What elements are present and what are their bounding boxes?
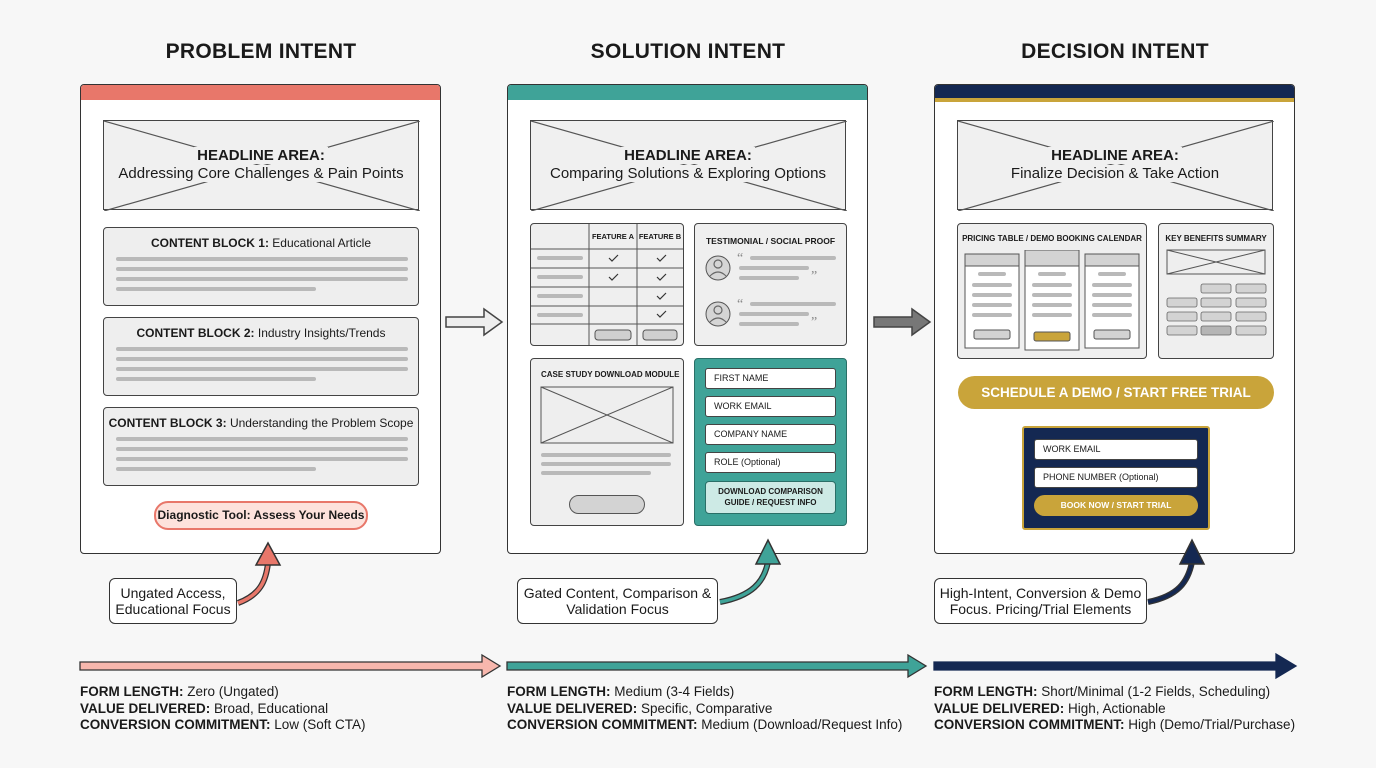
conversion-commitment-value: Medium (Download/Request Info) — [701, 717, 903, 732]
decision-booking-form: WORK EMAIL PHONE NUMBER (Optional) BOOK … — [1022, 426, 1210, 530]
schedule-demo-button[interactable]: SCHEDULE A DEMO / START FREE TRIAL — [958, 376, 1274, 409]
value-delivered-value: Broad, Educational — [214, 700, 329, 716]
decision-note: High-Intent, Conversion & Demo Focus. Pr… — [934, 578, 1147, 624]
form-length-value: Zero (Ungated) — [187, 684, 279, 699]
solution-landing-page-wireframe: HEADLINE AREA:Comparing Solutions & Expl… — [507, 84, 868, 554]
intent-progression-arrows — [79, 652, 1298, 680]
form-length-label: FORM LENGTH: — [934, 684, 1038, 699]
value-delivered-value: High, Actionable — [1068, 700, 1166, 716]
headline-label: HEADLINE AREA: — [1048, 147, 1182, 164]
testimonial-title: TESTIMONIAL / SOCIAL PROOF — [705, 236, 836, 246]
problem-note: Ungated Access, Educational Focus — [109, 578, 237, 624]
solution-metrics: FORM LENGTH: Medium (3-4 Fields) VALUE D… — [507, 684, 902, 734]
value-delivered-label: VALUE DELIVERED: — [934, 700, 1065, 716]
solution-pointer-arrow-icon — [719, 538, 782, 605]
testimonial-avatars: “ ” “ ” — [705, 251, 836, 330]
value-delivered-label: VALUE DELIVERED: — [507, 700, 638, 716]
key-benefits-module: KEY BENEFITS SUMMARY — [1158, 223, 1274, 359]
conversion-commitment-label: CONVERSION COMMITMENT: — [80, 717, 271, 732]
content-block-text: Industry Insights/Trends — [257, 326, 386, 340]
decision-landing-page-wireframe: HEADLINE AREA:Finalize Decision & Take A… — [934, 84, 1295, 554]
value-delivered-value: Specific, Comparative — [641, 700, 773, 716]
decision-metrics: FORM LENGTH: Short/Minimal (1-2 Fields, … — [934, 684, 1295, 734]
conversion-commitment-label: CONVERSION COMMITMENT: — [934, 717, 1125, 732]
problem-top-bar — [81, 85, 440, 100]
headline-text: Comparing Solutions & Exploring Options — [547, 165, 829, 182]
diagnostic-tool-button[interactable]: Diagnostic Tool: Assess Your Needs — [154, 501, 368, 530]
solution-top-bar — [508, 85, 867, 100]
svg-text:”: ” — [811, 269, 817, 284]
problem-headline-area: HEADLINE AREA:Addressing Core Challenges… — [103, 120, 420, 211]
decision-gold-stripe — [935, 98, 1294, 102]
problem-pointer-arrow-icon — [236, 541, 282, 606]
feature-comparison-table: FEATURE A FEATURE B — [530, 223, 684, 346]
content-block-text: Understanding the Problem Scope — [229, 416, 414, 430]
conversion-commitment-value: Low (Soft CTA) — [274, 717, 366, 732]
headline-label: HEADLINE AREA: — [621, 147, 755, 164]
role-field[interactable]: ROLE (Optional) — [705, 452, 836, 473]
company-name-field[interactable]: COMPANY NAME — [705, 424, 836, 445]
decision-pointer-arrow-icon — [1147, 538, 1206, 605]
book-now-button[interactable]: BOOK NOW / START TRIAL — [1034, 495, 1198, 516]
case-study-image-placeholder — [540, 386, 674, 475]
testimonial-module: TESTIMONIAL / SOCIAL PROOF “ ” “ ” — [694, 223, 847, 346]
problem-landing-page-wireframe: HEADLINE AREA:Addressing Core Challenges… — [80, 84, 441, 554]
work-email-field[interactable]: WORK EMAIL — [1034, 439, 1198, 460]
headline-label: HEADLINE AREA: — [194, 147, 328, 164]
problem-intent-title: PROBLEM INTENT — [165, 40, 357, 63]
solution-note: Gated Content, Comparison & Validation F… — [517, 578, 718, 624]
flow-arrow-icon — [873, 307, 932, 337]
pricing-table-title: PRICING TABLE / DEMO BOOKING CALENDAR — [962, 234, 1142, 243]
problem-metrics: FORM LENGTH: Zero (Ungated) VALUE DELIVE… — [80, 684, 366, 734]
pricing-columns — [964, 250, 1140, 351]
content-block-label: CONTENT BLOCK 1: — [150, 236, 269, 250]
conversion-commitment-label: CONVERSION COMMITMENT: — [507, 717, 698, 732]
content-block-text: Educational Article — [272, 236, 372, 250]
comparison-table-grid — [531, 224, 683, 345]
solution-lead-form: FIRST NAME WORK EMAIL COMPANY NAME ROLE … — [694, 358, 847, 526]
conversion-commitment-value: High (Demo/Trial/Purchase) — [1128, 717, 1296, 732]
feature-b-header: FEATURE B — [638, 232, 682, 241]
content-block-1: CONTENT BLOCK 1: Educational Article — [103, 227, 419, 306]
svg-text:“: “ — [737, 251, 743, 266]
decision-intent-title: DECISION INTENT — [1021, 40, 1209, 63]
benefits-grid — [1166, 249, 1267, 336]
case-study-download-module: CASE STUDY DOWNLOAD MODULE — [530, 358, 684, 526]
form-length-label: FORM LENGTH: — [507, 684, 611, 699]
headline-text: Finalize Decision & Take Action — [1007, 165, 1223, 182]
svg-text:”: ” — [811, 315, 817, 330]
form-length-label: FORM LENGTH: — [80, 684, 184, 699]
case-study-download-button[interactable] — [569, 495, 645, 514]
content-block-label: CONTENT BLOCK 3: — [108, 416, 227, 430]
feature-a-header: FEATURE A — [591, 232, 635, 241]
pricing-table-module: PRICING TABLE / DEMO BOOKING CALENDAR — [957, 223, 1147, 359]
form-length-value: Medium (3-4 Fields) — [614, 684, 735, 699]
flow-arrow-icon — [445, 307, 504, 337]
key-benefits-title: KEY BENEFITS SUMMARY — [1165, 234, 1267, 243]
first-name-field[interactable]: FIRST NAME — [705, 368, 836, 389]
svg-text:“: “ — [737, 297, 743, 312]
content-block-label: CONTENT BLOCK 2: — [136, 326, 255, 340]
form-length-value: Short/Minimal (1-2 Fields, Scheduling) — [1041, 684, 1271, 699]
decision-top-bar — [935, 85, 1294, 98]
case-study-title: CASE STUDY DOWNLOAD MODULE — [541, 370, 680, 379]
value-delivered-label: VALUE DELIVERED: — [80, 700, 211, 716]
decision-headline-area: HEADLINE AREA:Finalize Decision & Take A… — [957, 120, 1274, 211]
content-block-3: CONTENT BLOCK 3: Understanding the Probl… — [103, 407, 419, 486]
headline-text: Addressing Core Challenges & Pain Points — [115, 165, 407, 182]
content-block-2: CONTENT BLOCK 2: Industry Insights/Trend… — [103, 317, 419, 396]
phone-number-field[interactable]: PHONE NUMBER (Optional) — [1034, 467, 1198, 488]
solution-intent-title: SOLUTION INTENT — [590, 40, 786, 63]
solution-headline-area: HEADLINE AREA:Comparing Solutions & Expl… — [530, 120, 847, 211]
work-email-field[interactable]: WORK EMAIL — [705, 396, 836, 417]
download-comparison-button[interactable]: DOWNLOAD COMPARISON GUIDE / REQUEST INFO — [705, 481, 836, 514]
